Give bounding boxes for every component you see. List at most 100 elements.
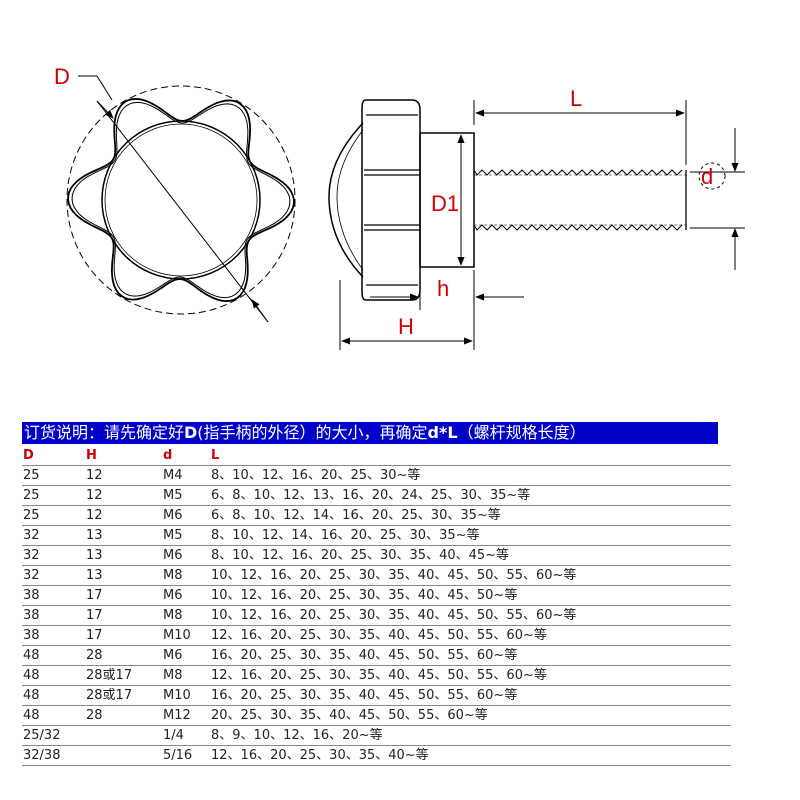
cell-L: 12、16、20、25、30、35、40~等 [210,745,731,766]
cell-H: 13 [85,545,162,566]
cell-d: M4 [162,465,210,486]
cell-d: M5 [162,485,210,506]
cell-L: 6、8、10、12、13、16、20、24、25、30、35~等 [210,485,731,506]
front-view-knob [66,75,296,323]
banner-middle: (指手柄的外径）的大小，再确定 [197,423,428,442]
cell-D: 32 [22,525,85,546]
dimension-d [690,128,745,270]
cell-D: 25 [22,485,85,506]
hub-circle-inner [104,123,258,277]
label-d: d [701,164,713,189]
thread-top [473,169,683,176]
cell-D: 38 [22,605,85,626]
cell-L: 6、8、10、12、14、16、20、25、30、35~等 [210,505,731,526]
cell-H: 28 [85,645,162,666]
cell-H: 28或17 [85,665,162,686]
cell-L: 12、16、20、25、30、35、40、45、50、55、60~等 [210,625,731,646]
cell-H: 12 [85,465,162,486]
cell-d: M8 [162,605,210,626]
table-header-row: D H d L [22,446,731,466]
cell-L: 10、12、16、20、25、30、35、40、45、50、55、60~等 [210,605,731,626]
cell-H: 13 [85,525,162,546]
cell-H: 17 [85,625,162,646]
banner-bold-D: D [184,423,198,442]
cell-L: 8、9、10、12、16、20~等 [210,725,731,746]
dome-cap [328,122,364,278]
cell-d: M6 [162,505,210,526]
lobe-outline [67,97,295,303]
hub-circle [101,120,261,280]
thread-bottom [473,224,683,231]
banner-suffix: （螺杆规格长度） [457,423,586,442]
cell-H: 17 [85,605,162,626]
cell-H: 28 [85,705,162,726]
label-D: D [54,64,70,89]
cell-L: 12、16、20、25、30、35、40、45、50、55、60~等 [210,665,731,686]
cell-d: M6 [162,545,210,566]
technical-drawing: D L D1 d [54,64,745,350]
cell-L: 8、10、12、16、20、25、30、35、40、45~等 [210,545,731,566]
diameter-line [96,100,269,323]
cell-L: 16、20、25、30、35、40、45、50、55、60~等 [210,685,731,706]
col-header-D: D [23,448,34,463]
diameter-arrow-bottom [251,299,269,323]
dimension-L [473,100,687,165]
cell-L: 10、12、16、20、25、30、35、40、45、50、55、60~等 [210,565,731,586]
col-header-L: L [211,448,220,463]
cell-H [85,725,162,746]
cell-d: M8 [162,565,210,586]
cell-H: 12 [85,485,162,506]
cell-D: 48 [22,665,85,686]
diameter-arrow-top [96,100,114,119]
cell-D: 25/32 [22,725,85,746]
cell-L: 10、12、16、20、25、30、35、40、45、50~等 [210,585,731,606]
cell-L: 20、25、30、35、40、45、50、55、60~等 [210,705,731,726]
cell-d: M10 [162,625,210,646]
cell-H [85,745,162,766]
cell-H: 12 [85,505,162,526]
cell-d: M5 [162,525,210,546]
dimension-H [339,280,475,350]
side-view [328,99,687,301]
collar [419,132,475,268]
cell-D: 48 [22,685,85,706]
cell-D: 32 [22,545,85,566]
label-L: L [570,86,582,111]
cell-L: 8、10、12、16、20、25、30~等 [210,465,731,486]
leader-D-diag [96,75,113,101]
order-instruction-banner: 订货说明：请先确定好D(指手柄的外径）的大小，再确定d*L（螺杆规格长度） [22,422,718,444]
cell-D: 25 [22,465,85,486]
cell-H: 17 [85,585,162,606]
cell-D: 32 [22,565,85,586]
banner-bold-dL: d*L [427,423,458,442]
cell-d: 5/16 [162,745,210,766]
cell-d: 1/4 [162,725,210,746]
cell-D: 25 [22,505,85,526]
cell-D: 38 [22,625,85,646]
cell-D: 38 [22,585,85,606]
banner-prefix: 订货说明：请先确定好 [24,423,185,442]
cell-L: 8、10、12、14、16、20、25、30、35~等 [210,525,731,546]
label-H: H [398,314,414,339]
cell-d: M10 [162,685,210,706]
cell-L: 16、20、25、30、35、40、45、50、55、60~等 [210,645,731,666]
cell-D: 48 [22,705,85,726]
cell-d: M6 [162,585,210,606]
label-D1: D1 [431,191,459,216]
cell-D: 48 [22,645,85,666]
cell-H: 13 [85,565,162,586]
col-header-H: H [86,448,97,463]
